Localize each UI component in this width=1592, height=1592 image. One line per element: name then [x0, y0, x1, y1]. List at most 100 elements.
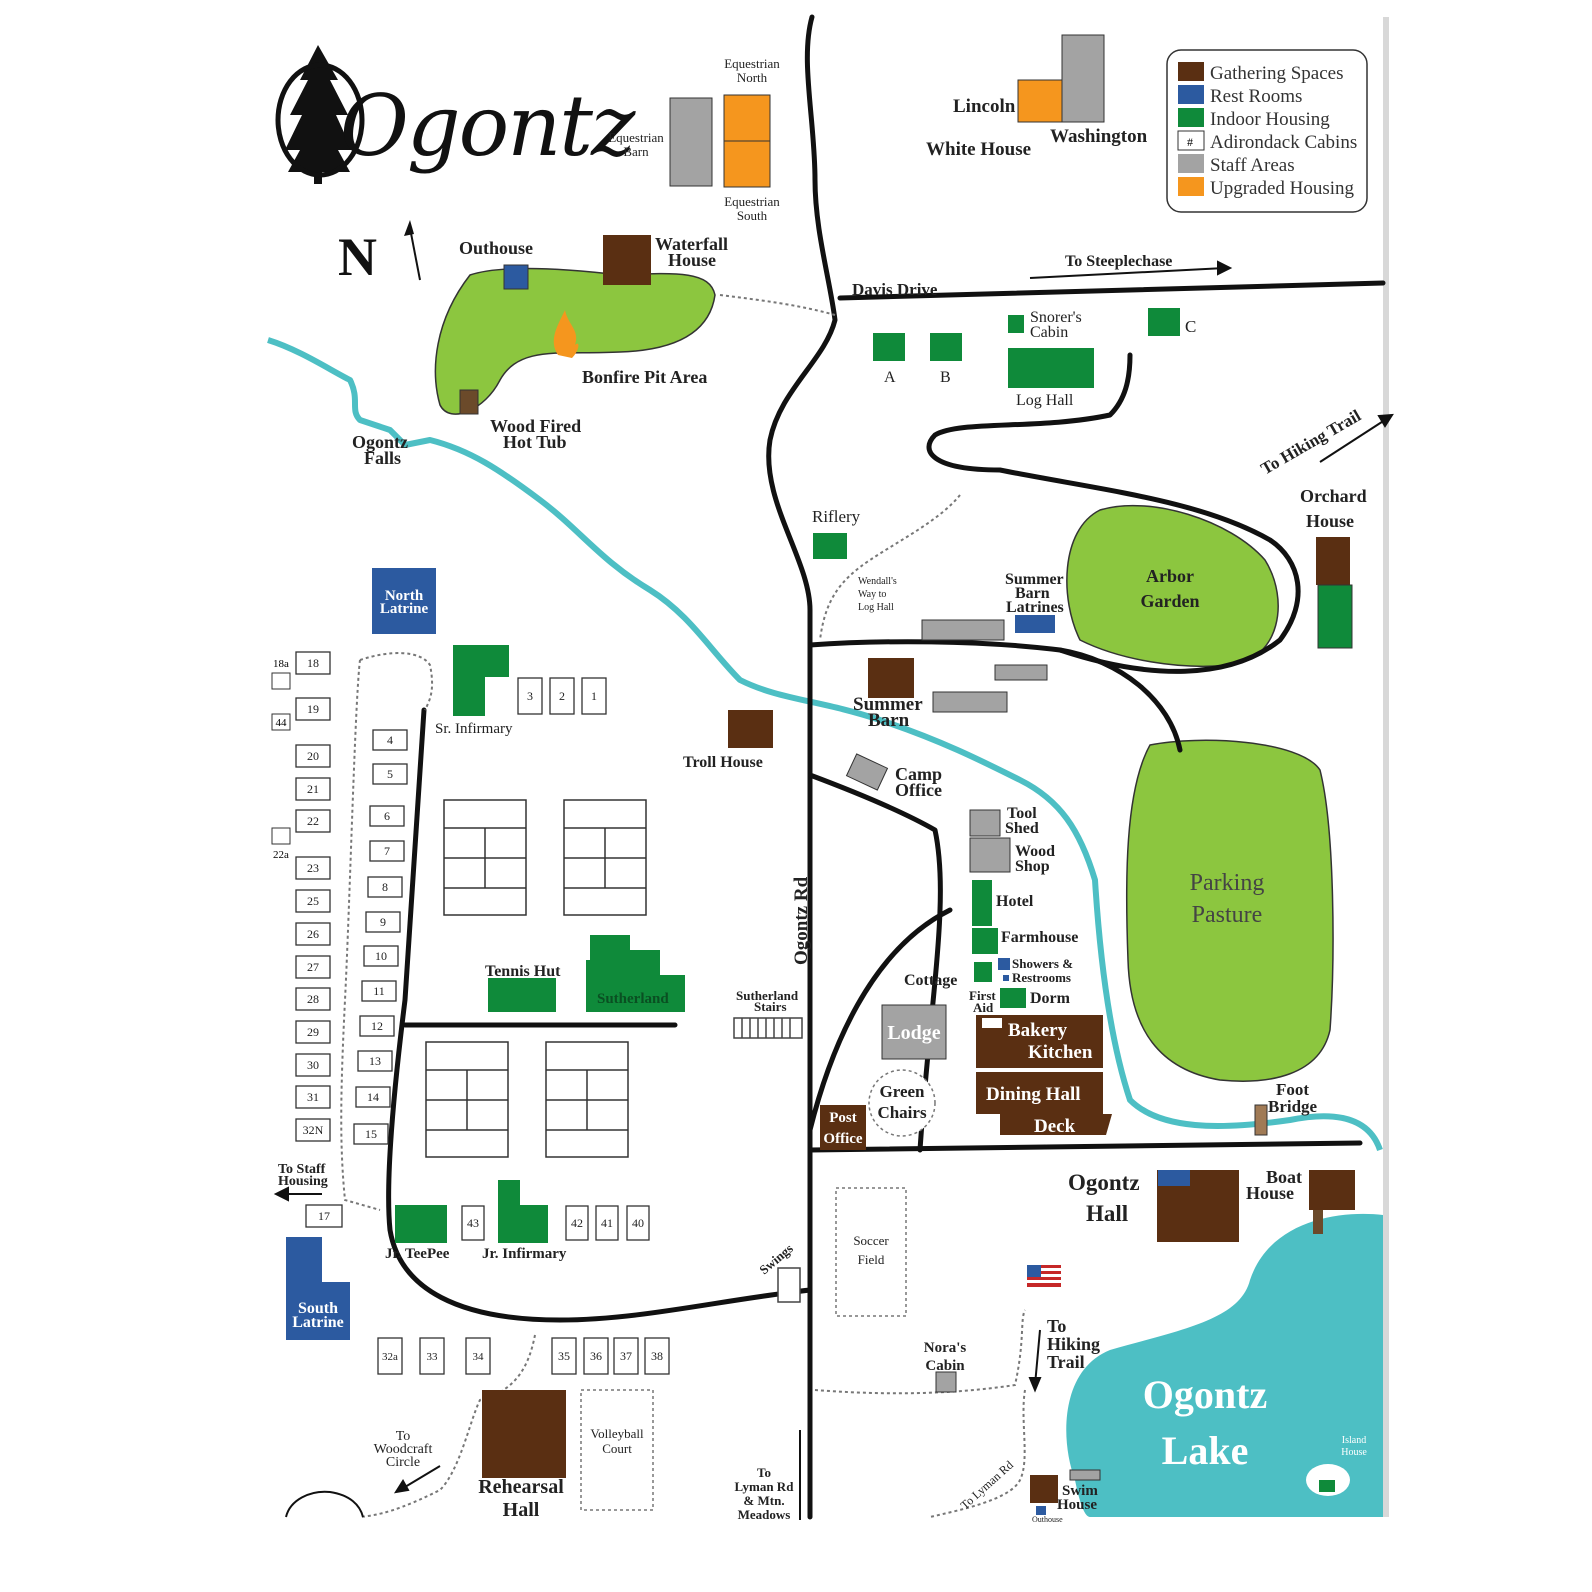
map-right-edge — [1383, 17, 1389, 1517]
label-arbor-2: Garden — [1140, 591, 1199, 611]
parking-pasture — [1125, 739, 1334, 1082]
summer-barn-latrines — [1015, 615, 1055, 633]
label-cabin-b: B — [940, 369, 951, 386]
label-swim-house-2: House — [1057, 1497, 1097, 1513]
label-deck: Deck — [1034, 1116, 1076, 1137]
sr-infirmary — [453, 645, 509, 716]
farmhouse — [972, 928, 998, 954]
label-green-chairs-1: Green — [879, 1082, 925, 1101]
label-post-office-1: Post — [829, 1110, 857, 1126]
cabin-box — [295, 922, 331, 946]
legend: Gathering Spaces Rest Rooms Indoor Housi… — [1166, 49, 1368, 213]
label-troll-house: Troll House — [683, 754, 763, 771]
showers-restrooms-2 — [1003, 975, 1009, 981]
label-equestrian-south-2: South — [737, 208, 768, 223]
direction-arrows — [273, 260, 1394, 1520]
label-parking-1: Parking — [1190, 870, 1265, 896]
label-equestrian-north-2: North — [737, 70, 768, 85]
staff-building-1 — [921, 619, 1005, 641]
noras-cabin — [935, 1371, 957, 1393]
swim-house-outhouse — [1036, 1506, 1046, 1515]
cabin-box — [361, 980, 397, 1002]
label-soccer-2: Field — [858, 1252, 885, 1267]
deck — [1000, 1114, 1112, 1135]
label-jr-teepee: Jr. TeePee — [385, 1246, 450, 1262]
ogontz-hall-restroom — [1158, 1170, 1190, 1186]
label-wendall-1: Wendall's — [858, 576, 897, 587]
label-white-house: White House — [926, 139, 1031, 160]
legend-upgraded: Upgraded Housing — [1210, 178, 1355, 199]
label-camp-office-2: Office — [895, 780, 942, 800]
cabin-box — [465, 1337, 491, 1375]
cabin-box — [565, 1205, 589, 1241]
soccer-field — [835, 1187, 907, 1317]
staff-building-3 — [932, 691, 1008, 713]
label-equestrian-north-1: Equestrian — [724, 56, 780, 71]
label-jr-infirmary: Jr. Infirmary — [482, 1246, 567, 1262]
label-lake-1: Ogontz — [1143, 1372, 1267, 1417]
label-sbl-3: Latrines — [1006, 599, 1064, 616]
cabin-label: 1 — [591, 689, 597, 703]
label-foot-bridge-1: Foot — [1276, 1080, 1309, 1099]
sutherland — [586, 935, 685, 1012]
ogontz-lake — [1066, 1213, 1383, 1517]
cabin-box — [365, 911, 401, 933]
cabin-label: 41 — [601, 1216, 613, 1230]
cabin-box — [295, 1020, 331, 1044]
label-sbl-1: Summer — [1005, 571, 1064, 588]
label-kitchen: Kitchen — [1028, 1042, 1093, 1063]
cabin-box — [583, 1337, 609, 1375]
cabin-box — [377, 1337, 403, 1375]
cabin-box — [369, 840, 405, 862]
cabin-label: 13 — [369, 1054, 381, 1068]
cabin-box — [295, 651, 331, 675]
trails — [340, 294, 1026, 1518]
label-south-latrine-1: South — [298, 1300, 338, 1317]
label-davis-drive: Davis Drive — [852, 280, 938, 299]
cabin-box-small — [271, 827, 291, 845]
swings — [777, 1267, 801, 1303]
cabin-label: 31 — [307, 1090, 319, 1104]
label-staff-housing-2: Housing — [278, 1174, 328, 1189]
showers-restrooms — [998, 958, 1010, 970]
cabin-a — [873, 333, 905, 361]
label-lyman-2: Lyman Rd — [735, 1479, 795, 1494]
legend-cabin-symbol: # — [1187, 135, 1193, 149]
cabin-label: 18 — [307, 656, 319, 670]
cabin-label: 18a — [273, 658, 289, 670]
cabin-label: 15 — [365, 1127, 377, 1141]
label-summer-barn-1: Summer — [853, 694, 923, 715]
label-ogontz-hall-1: Ogontz — [1068, 1170, 1140, 1195]
label-sutherland-stairs-2: Stairs — [754, 999, 787, 1014]
cabin-label: 2 — [559, 689, 565, 703]
label-dining-hall: Dining Hall — [986, 1084, 1081, 1105]
equestrian-south — [723, 140, 771, 188]
label-orchard-2: House — [1306, 511, 1354, 531]
cabin-b — [930, 333, 962, 361]
label-woodcraft-1: To — [396, 1429, 411, 1444]
label-dorm: Dorm — [1030, 990, 1071, 1007]
cabin-label: 9 — [380, 915, 386, 929]
label-hot-tub-2: Hot Tub — [503, 432, 567, 452]
label-lincoln: Lincoln — [953, 96, 1016, 117]
label-lyman-3: & Mtn. — [743, 1493, 784, 1508]
label-snorers-cabin-2: Cabin — [1030, 324, 1068, 341]
tennis-courts — [425, 799, 647, 1158]
cabin-box — [613, 1337, 639, 1375]
adirondack-cabins: 1819202122232526272829303132N18a4422a456… — [271, 651, 670, 1375]
cabin-label: 35 — [558, 1349, 570, 1363]
foot-bridge — [1254, 1104, 1268, 1136]
north-latrine — [372, 568, 436, 634]
svg-text:Showers &Restrooms: Showers &Restrooms — [1012, 956, 1073, 985]
